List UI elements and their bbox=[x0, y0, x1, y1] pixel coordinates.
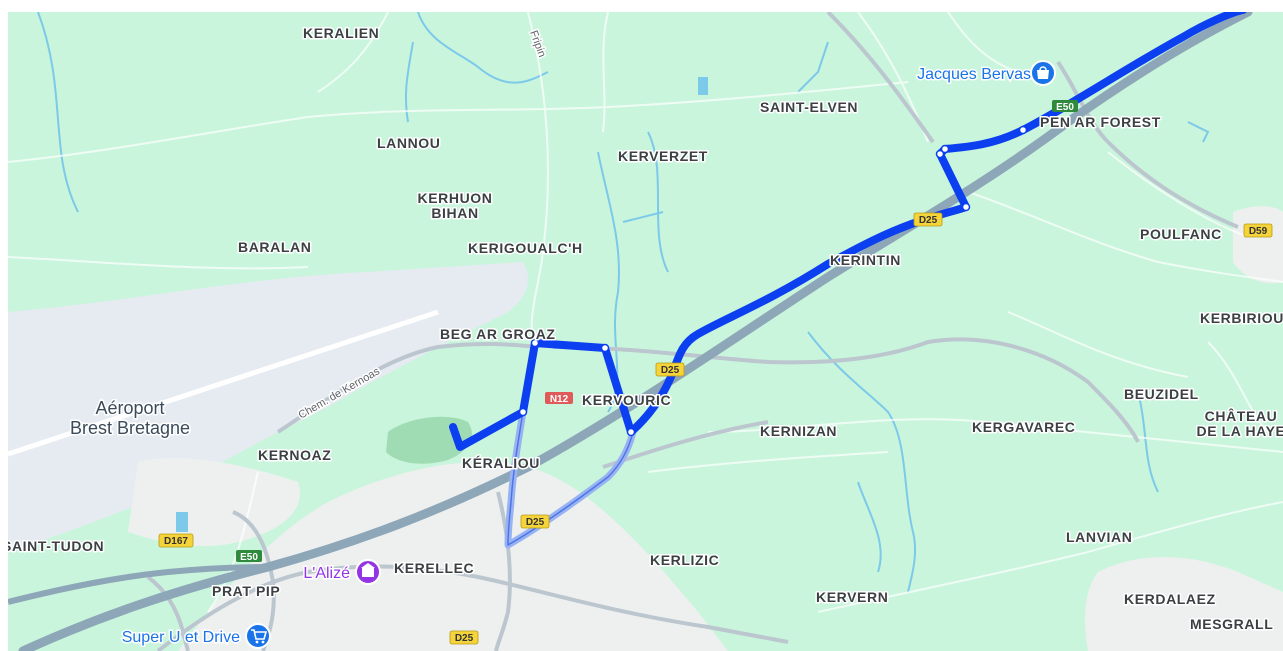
place-kerigoualch[interactable]: KERIGOUALC'H bbox=[467, 239, 584, 258]
shopping-bag-icon-glyph bbox=[1037, 70, 1049, 79]
place-poulfanc[interactable]: POULFANC bbox=[1139, 225, 1223, 244]
poi-label-lalize[interactable]: L'Alizé bbox=[302, 564, 352, 584]
svg-text:D167: D167 bbox=[164, 536, 188, 547]
svg-text:E50: E50 bbox=[1056, 102, 1074, 113]
place-kervern[interactable]: KERVERN bbox=[815, 588, 890, 607]
map-canvas[interactable]: Aéroport Brest Bretagne Fripin Chem. de … bbox=[8, 12, 1283, 651]
place-kerdalaez[interactable]: KERDALAEZ bbox=[1123, 590, 1217, 609]
svg-text:E50: E50 bbox=[240, 552, 258, 563]
poi-label-super-u[interactable]: Super U et Drive bbox=[120, 628, 241, 648]
place-baralan[interactable]: BARALAN bbox=[237, 238, 313, 257]
waypoint-dot[interactable] bbox=[1018, 125, 1028, 135]
shield-d25-south: D25 bbox=[520, 514, 550, 529]
place-kerlizic[interactable]: KERLIZIC bbox=[649, 551, 721, 570]
place-pen-ar-forest[interactable]: PEN AR FOREST bbox=[1039, 113, 1162, 132]
shield-e50-east: E50 bbox=[1052, 100, 1078, 113]
place-kerintin[interactable]: KERINTIN bbox=[829, 251, 902, 270]
svg-text:D25: D25 bbox=[526, 517, 545, 528]
shopping-cart-icon-wheel bbox=[261, 640, 265, 644]
shopping-mall-icon-roof bbox=[361, 563, 375, 568]
shield-n12: N12 bbox=[545, 392, 573, 405]
shield-d25-bottom: D25 bbox=[449, 630, 479, 645]
shopping-cart-icon-wheel bbox=[255, 640, 259, 644]
place-lannou[interactable]: LANNOU bbox=[376, 134, 442, 153]
place-kerhuon-bihan-2[interactable]: BIHAN bbox=[430, 204, 480, 223]
place-kerverzet[interactable]: KERVERZET bbox=[617, 147, 709, 166]
place-kerhuon-bihan-1[interactable]: KERHUON bbox=[416, 189, 493, 208]
place-mesgrall[interactable]: MESGRALL bbox=[1189, 615, 1275, 634]
place-kernizan[interactable]: KERNIZAN bbox=[759, 422, 839, 441]
poi-jacques-bervas[interactable]: Jacques Bervas bbox=[916, 60, 1056, 86]
highway-branch-west bbox=[8, 564, 269, 605]
waypoint-dot[interactable] bbox=[600, 343, 610, 353]
place-kerellec[interactable]: KERELLEC bbox=[393, 559, 476, 578]
waypoint-dot[interactable] bbox=[940, 144, 950, 154]
poi-super-u[interactable]: Super U et Drive bbox=[120, 623, 271, 649]
place-keraliou[interactable]: KÉRALIOU bbox=[461, 454, 541, 473]
urban-area-mesgrall bbox=[1085, 557, 1283, 651]
road-shields: E50 E50 N12 D25 D25 D25 D25 bbox=[158, 100, 1273, 645]
place-saint-tudon[interactable]: SAINT-TUDON bbox=[8, 537, 105, 556]
place-kergavarec[interactable]: KERGAVAREC bbox=[971, 418, 1077, 437]
place-kervouric[interactable]: KERVOURIC bbox=[581, 391, 673, 410]
place-chateau-1[interactable]: CHÂTEAU bbox=[1203, 406, 1278, 426]
poi-lalize[interactable]: L'Alizé bbox=[302, 559, 381, 585]
svg-text:D25: D25 bbox=[919, 215, 938, 226]
place-kernoaz[interactable]: KERNOAZ bbox=[257, 446, 333, 465]
minor-roads bbox=[8, 12, 1283, 613]
shopping-cart-icon-glyph bbox=[251, 629, 268, 640]
shopping-bag-icon-handle bbox=[1039, 66, 1047, 71]
place-kerbiriou[interactable]: KERBIRIOU bbox=[1199, 309, 1283, 328]
shopping-cart-icon[interactable] bbox=[245, 623, 271, 649]
route-waypoints bbox=[518, 125, 1028, 437]
svg-text:D25: D25 bbox=[661, 365, 680, 376]
place-saint-elven[interactable]: SAINT-ELVEN bbox=[759, 98, 860, 117]
waypoint-dot[interactable] bbox=[961, 202, 971, 212]
shield-d25-kerintin: D25 bbox=[913, 212, 943, 227]
svg-text:N12: N12 bbox=[550, 394, 569, 405]
place-chateau-2[interactable]: DE LA HAYE bbox=[1195, 422, 1283, 441]
streams bbox=[37, 12, 1210, 593]
place-prat-pip[interactable]: PRAT PIP bbox=[211, 582, 282, 601]
shield-e50-west: E50 bbox=[236, 550, 262, 563]
pond-west bbox=[176, 512, 188, 532]
route-alternate-outline bbox=[507, 411, 634, 546]
waypoint-dot[interactable] bbox=[626, 427, 636, 437]
shield-d59: D59 bbox=[1243, 223, 1273, 238]
pond bbox=[698, 77, 708, 95]
place-labels: KERALIEN LANNOU KERHUON BIHAN BARALAN KE… bbox=[8, 24, 1283, 634]
place-keralien[interactable]: KERALIEN bbox=[302, 24, 381, 43]
map-viewport[interactable]: Aéroport Brest Bretagne Fripin Chem. de … bbox=[8, 12, 1283, 651]
runway bbox=[8, 309, 439, 457]
waypoint-dot[interactable] bbox=[935, 149, 945, 159]
place-beg-ar-groaz[interactable]: BEG AR GROAZ bbox=[439, 325, 557, 344]
poi-label-jacques-bervas[interactable]: Jacques Bervas bbox=[916, 65, 1033, 85]
waypoint-dot[interactable] bbox=[518, 407, 528, 417]
svg-text:D59: D59 bbox=[1249, 226, 1268, 237]
shopping-mall-icon-glyph bbox=[362, 568, 374, 577]
svg-text:D25: D25 bbox=[455, 633, 474, 644]
place-lanvian[interactable]: LANVIAN bbox=[1065, 528, 1134, 547]
waypoint-dot[interactable] bbox=[530, 338, 540, 348]
shield-d167: D167 bbox=[158, 533, 194, 548]
airport-label-line2[interactable]: Brest Bretagne bbox=[68, 417, 191, 440]
shield-d25-kervouric: D25 bbox=[655, 362, 685, 377]
airport-label-line1[interactable]: Aéroport bbox=[94, 397, 166, 420]
place-beuzidel[interactable]: BEUZIDEL bbox=[1123, 385, 1200, 404]
